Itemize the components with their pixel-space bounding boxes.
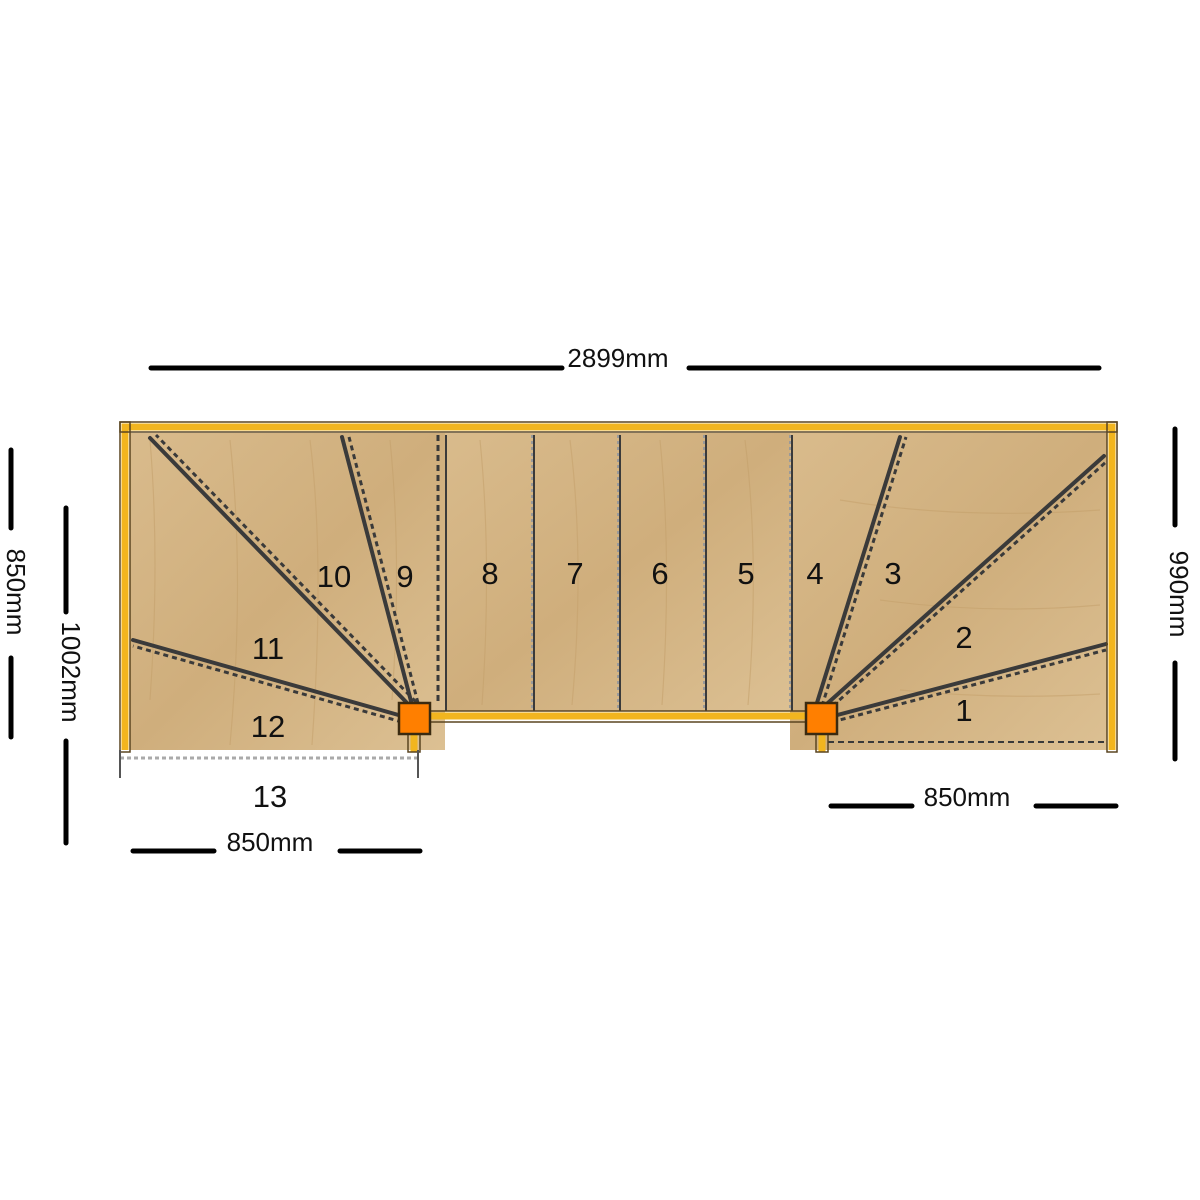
step-13-label: 13 — [253, 779, 287, 814]
left-newel-post — [397, 701, 432, 736]
right-winder-dashes — [820, 436, 1107, 724]
wood-grain — [149, 439, 1101, 746]
bottom-right-label: 850mm — [924, 782, 1011, 812]
winder-line-3-2 — [818, 454, 1106, 712]
outer-string — [121, 423, 1116, 750]
dimension-labels: 2899mm 850mm 1002mm 990mm 850mm 850mm — [1, 343, 1194, 857]
step-12-label: 12 — [251, 709, 285, 744]
step-1-label: 1 — [955, 693, 972, 728]
top-width-label: 2899mm — [567, 343, 668, 373]
winder-line-2-1 — [824, 642, 1108, 720]
step-2-label: 2 — [955, 620, 972, 655]
left-inner-label: 1002mm — [56, 621, 86, 722]
straight-tread-lines — [531, 435, 791, 711]
winder-line-10-11 — [148, 436, 412, 708]
straight-tread-edges — [533, 435, 793, 711]
dimension-lines — [8, 365, 1178, 854]
step-8-label: 8 — [481, 556, 498, 591]
step-7-label: 7 — [566, 556, 583, 591]
step-5-label: 5 — [737, 556, 754, 591]
step-10-label: 10 — [317, 559, 351, 594]
right-winder-lines — [814, 435, 1108, 720]
winder-line-11-12 — [131, 638, 404, 718]
right-newel-post — [804, 701, 839, 736]
right-height-label: 990mm — [1164, 551, 1194, 638]
left-outer-label: 850mm — [1, 549, 31, 636]
wood-floor — [130, 433, 1107, 750]
winder-line-4-3 — [814, 435, 902, 708]
step-9-label: 9 — [396, 559, 413, 594]
step-numbers: 1 2 3 4 5 6 7 8 9 10 11 12 13 — [251, 556, 973, 814]
step-11-label: 11 — [252, 631, 284, 666]
winder-line-9-10 — [340, 435, 414, 707]
left-winder-dashes — [132, 433, 420, 724]
bottom-left-label: 850mm — [227, 827, 314, 857]
step-4-label: 4 — [806, 556, 823, 591]
step-6-label: 6 — [651, 556, 668, 591]
left-winder-lines — [131, 435, 414, 718]
step-3-label: 3 — [884, 556, 901, 591]
